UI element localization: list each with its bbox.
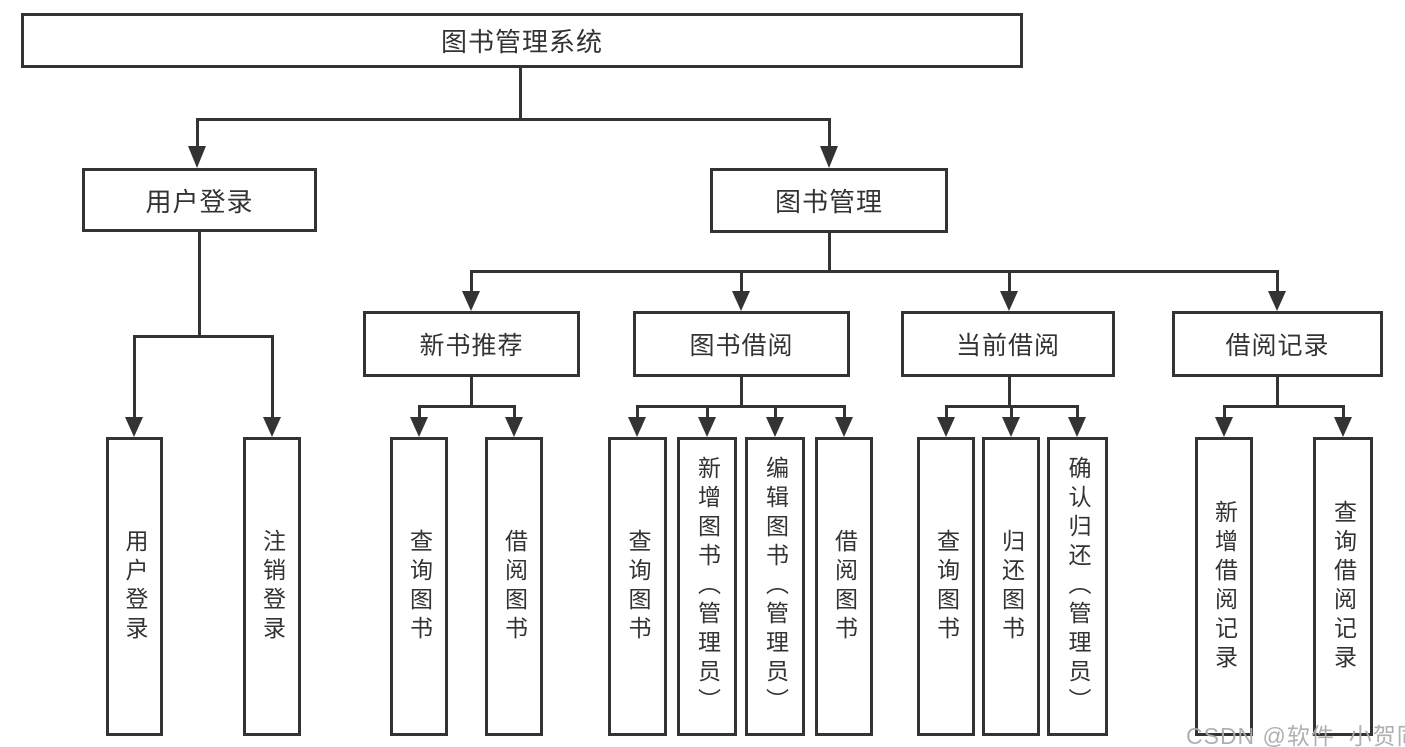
leaf-query-borrow-record: 查询借阅记录 [1313, 437, 1373, 736]
connector-drop [843, 405, 846, 419]
leaf-label: 归还图书 [998, 528, 1025, 645]
leaf-query-books-borrowing: 查询图书 [608, 437, 667, 736]
node-borrowing-records: 借阅记录 [1172, 311, 1383, 377]
connector-stem [470, 377, 473, 405]
arrow-down-icon [1068, 417, 1086, 437]
leaf-label: 用户登录 [122, 528, 148, 645]
csdn-watermark: CSDN @软件_小贺同学 [1186, 723, 1405, 747]
leaf-edit-books-admin: 编辑图书（管理员） [745, 437, 805, 736]
connector-stem [1008, 377, 1011, 405]
leaf-borrow-books-recommend: 借阅图书 [485, 437, 543, 736]
arrow-down-icon [1002, 417, 1020, 437]
arrow-down-icon [732, 291, 750, 311]
connector-drop [271, 335, 274, 419]
connector-leaf-branch [636, 405, 846, 408]
arrow-down-icon [1268, 291, 1286, 311]
leaf-label: 编辑图书（管理员） [762, 456, 789, 717]
leaf-add-books-admin: 新增图书（管理员） [677, 437, 737, 736]
connector-level2-branch [197, 118, 831, 121]
arrow-down-icon [1215, 417, 1233, 437]
leaf-label: 借阅图书 [501, 528, 528, 645]
node-book-borrowing: 图书借阅 [633, 311, 850, 377]
connector-drop [1010, 405, 1013, 419]
leaf-logout: 注销登录 [243, 437, 301, 736]
arrow-down-icon [835, 417, 853, 437]
connector-drop [1223, 405, 1226, 419]
connector-drop [636, 405, 639, 419]
leaf-query-books-recommend: 查询图书 [390, 437, 448, 736]
leaf-user-login: 用户登录 [106, 437, 163, 736]
connector-stem [740, 377, 743, 405]
arrow-down-icon [410, 417, 428, 437]
leaf-label: 新增图书（管理员） [694, 456, 721, 717]
connector-stem [1276, 377, 1279, 405]
node-current-borrowing-label: 当前借阅 [955, 332, 1060, 360]
connector-user-login-branch [134, 335, 274, 338]
node-library-system: 图书管理系统 [21, 13, 1023, 68]
connector-root-stem [519, 68, 522, 118]
leaf-confirm-return-admin: 确认归还（管理员） [1047, 437, 1108, 736]
node-book-management-label: 图书管理 [774, 187, 883, 217]
connector-user-login-drop [196, 118, 199, 150]
connector-leaf-branch [418, 405, 516, 408]
leaf-label: 借阅图书 [831, 528, 858, 645]
arrow-down-icon [462, 291, 480, 311]
connector-drop [706, 405, 709, 419]
connector-book-mgmt-drop [828, 118, 831, 150]
connector-drop [1076, 405, 1079, 419]
arrow-down-icon [125, 417, 143, 437]
node-borrowing-records-label: 借阅记录 [1225, 332, 1330, 360]
node-book-management: 图书管理 [710, 168, 948, 233]
leaf-borrow-books: 借阅图书 [815, 437, 873, 736]
connector-drop [945, 405, 948, 419]
arrow-down-icon [820, 146, 838, 168]
leaf-label: 查询图书 [625, 528, 651, 645]
leaf-label: 查询图书 [933, 528, 960, 645]
node-library-system-label: 图书管理系统 [440, 27, 603, 57]
connector-leaf-branch [1223, 405, 1345, 408]
arrow-down-icon [188, 146, 206, 168]
connector-drop [1276, 270, 1279, 293]
connector-level3-branch [471, 270, 1278, 273]
connector-drop [513, 405, 516, 419]
arrow-down-icon [263, 417, 281, 437]
arrow-down-icon [628, 417, 646, 437]
connector-user-login-stem [198, 232, 201, 335]
node-book-borrowing-label: 图书借阅 [689, 332, 794, 360]
leaf-label: 确认归还（管理员） [1065, 456, 1091, 717]
leaf-label: 注销登录 [259, 528, 286, 645]
connector-drop [774, 405, 777, 419]
arrow-down-icon [766, 417, 784, 437]
connector-drop [133, 335, 136, 419]
leaf-label: 新增借阅记录 [1211, 499, 1238, 674]
node-new-book-recommend: 新书推荐 [363, 311, 580, 377]
connector-drop [470, 270, 473, 293]
arrow-down-icon [937, 417, 955, 437]
node-current-borrowing: 当前借阅 [901, 311, 1115, 377]
leaf-return-books: 归还图书 [982, 437, 1040, 736]
leaf-label: 查询图书 [406, 528, 433, 645]
arrow-down-icon [1334, 417, 1352, 437]
node-user-login-label: 用户登录 [145, 186, 254, 217]
node-user-login: 用户登录 [82, 168, 317, 232]
connector-drop [418, 405, 421, 419]
arrow-down-icon [1000, 291, 1018, 311]
node-new-book-recommend-label: 新书推荐 [419, 332, 524, 360]
leaf-add-borrow-record: 新增借阅记录 [1195, 437, 1253, 736]
arrow-down-icon [698, 417, 716, 437]
leaf-query-books-current: 查询图书 [917, 437, 975, 736]
arrow-down-icon [505, 417, 523, 437]
leaf-label: 查询借阅记录 [1330, 499, 1357, 674]
connector-book-mgmt-stem [828, 233, 831, 272]
connector-drop [740, 270, 743, 293]
connector-drop [1008, 270, 1011, 293]
connector-drop [1342, 405, 1345, 419]
